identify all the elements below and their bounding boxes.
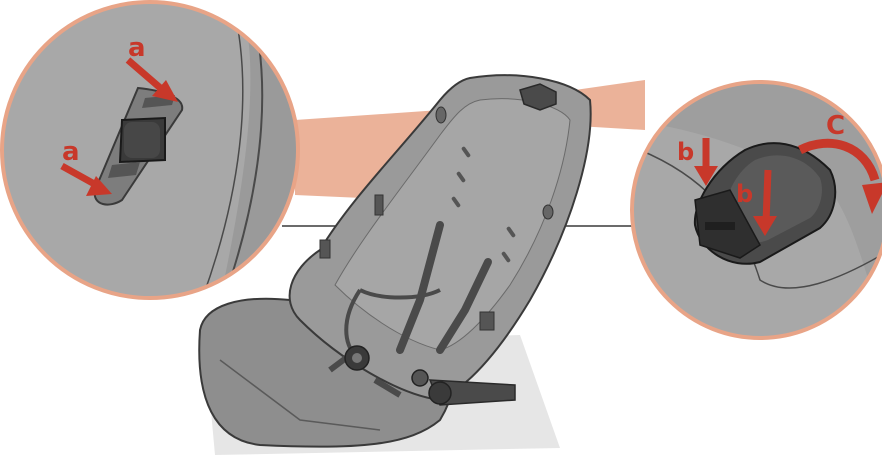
label-b-top: b xyxy=(677,138,694,166)
zoom-detail-right: b b C xyxy=(630,80,882,340)
label-c: C xyxy=(826,111,845,141)
label-b-bottom: b xyxy=(736,180,753,208)
zoom-detail-left: a a xyxy=(0,0,310,310)
label-a-top: a xyxy=(128,33,146,63)
label-a-bottom: a xyxy=(62,137,80,167)
